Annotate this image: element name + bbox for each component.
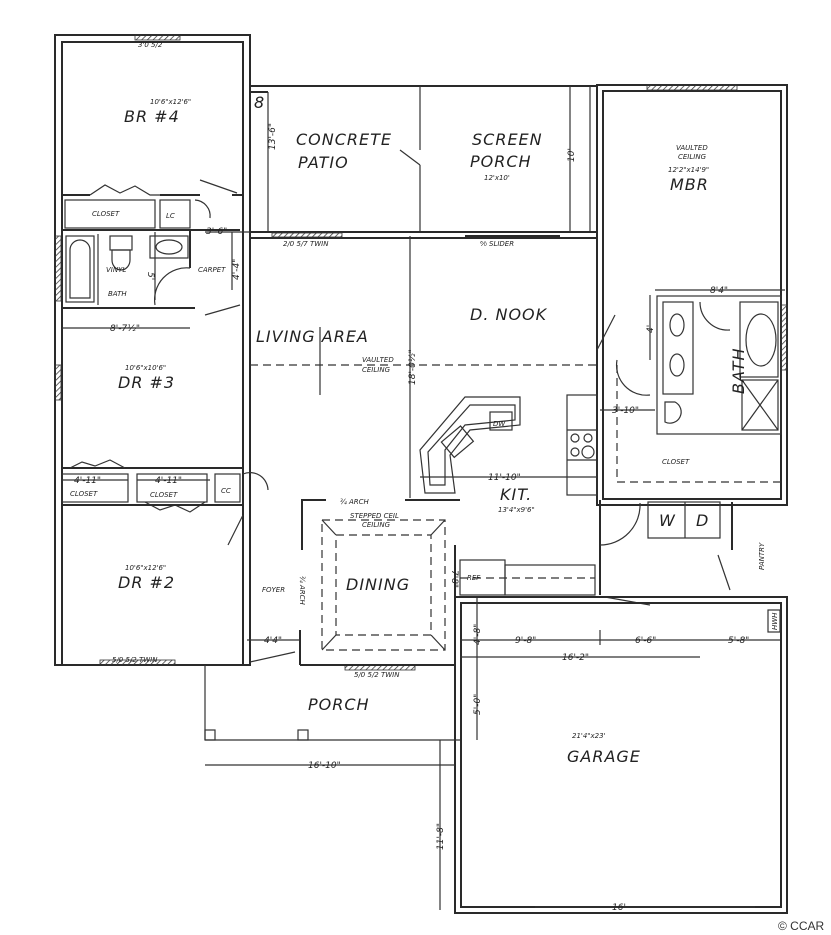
screen-porch-size: 12'x10' xyxy=(484,174,510,182)
misc-labels: CLOSET LC CARPET CLOSET CLOSET CC CLOSET… xyxy=(70,41,779,679)
dim-br3-width: 8'-7½" xyxy=(110,324,140,334)
dishwasher-label: DW xyxy=(493,420,506,428)
dim-master-bath-width: 8'4" xyxy=(710,286,728,296)
foyer-label: FOYER xyxy=(262,586,285,594)
carpet-label: CARPET xyxy=(198,266,226,274)
master-bath-name: BATH xyxy=(729,347,748,394)
water-heater-label: HWH xyxy=(771,612,779,630)
br4-size: 10'6"x12'6" xyxy=(150,98,191,106)
coat-closet-label: CC xyxy=(221,487,231,495)
screen-porch-label-1: SCREEN xyxy=(472,130,543,149)
fridge-label: REF xyxy=(467,574,481,582)
hall-bath-label-2: BATH xyxy=(108,290,127,298)
mbr-ceiling-1: VAULTED xyxy=(676,144,708,152)
washer-label: W xyxy=(659,511,676,530)
patio-label-2: PATIO xyxy=(298,153,349,172)
dim-porch-depth: 5'-0" xyxy=(473,694,483,715)
kitchen-name: KIT. xyxy=(500,485,532,504)
dim-garage-width: 16' xyxy=(612,903,626,913)
br3-name: DR #3 xyxy=(118,373,175,392)
window-br2-label: 5/0 5/2 TWIN xyxy=(112,656,158,664)
dim-patio-depth: 13'-6" xyxy=(268,123,278,150)
walls xyxy=(54,34,788,914)
garage-size: 21'4"x23' xyxy=(572,732,606,740)
dim-dining-side: 7'8" xyxy=(449,570,459,588)
dim-garage-b: 6'-6" xyxy=(635,636,656,646)
master-closet-label: CLOSET xyxy=(662,458,690,466)
dim-bath: 5' xyxy=(145,272,155,280)
copyright: © CCAR xyxy=(778,919,825,933)
window-patio-label: 2/0 5/7 TWIN xyxy=(283,240,329,248)
dining-ceiling-2: CEILING xyxy=(362,521,391,529)
dim-hall-length: 4'-4" xyxy=(232,259,242,280)
eight-label: 8 xyxy=(254,93,265,112)
dim-garage-d: 16'-2" xyxy=(562,653,589,663)
pantry-label: PANTRY xyxy=(758,542,766,570)
br4-name: BR #4 xyxy=(124,107,180,126)
hall-bath-label-1: VINYL xyxy=(106,266,126,274)
dim-master-hall: 3'-10" xyxy=(612,406,639,416)
living-ceiling-1: VAULTED xyxy=(362,356,394,364)
br2-name: DR #2 xyxy=(118,573,175,592)
closet-a-label: CLOSET xyxy=(70,490,98,498)
dim-foyer: 4'4" xyxy=(264,636,282,646)
dim-closet-b: 4'-11" xyxy=(155,476,182,486)
room-labels: 10'6"x12'6" BR #4 CONCRETE PATIO SCREEN … xyxy=(106,98,748,766)
mbr-name: MBR xyxy=(670,175,709,194)
porch-name: PORCH xyxy=(308,695,370,714)
nook-name: D. NOOK xyxy=(470,305,548,324)
dimensions: 13'-6" 10' 3'-6" 4'-4" 5' 8'-7½" 18'-0½"… xyxy=(74,123,749,913)
slider-label: ⁶⁄₀ SLIDER xyxy=(480,240,514,248)
mbr-size: 12'2"x14'9" xyxy=(668,166,709,174)
screen-porch-label-2: PORCH xyxy=(470,152,532,171)
dining-ceiling-1: STEPPED CEIL xyxy=(350,512,399,520)
dryer-label: D xyxy=(696,511,709,530)
patio-label-1: CONCRETE xyxy=(296,130,392,149)
br2-size: 10'6"x12'6" xyxy=(125,564,166,572)
dim-garage-a: 9'-8" xyxy=(515,636,536,646)
dim-kitchen-width: 11'-10" xyxy=(488,473,521,483)
window-br4-label: 3'0 5/2 xyxy=(138,41,163,49)
arch-label-1: ¾ ARCH xyxy=(340,498,370,506)
dim-garage-c: 5'-8" xyxy=(728,636,749,646)
living-ceiling-2: CEILING xyxy=(362,366,391,374)
dim-screen-porch: 10' xyxy=(567,148,577,162)
dim-garage-depth: 11'-8" xyxy=(436,823,446,850)
dim-living-depth: 18'-0½" xyxy=(408,349,418,385)
dining-name: DINING xyxy=(346,575,410,594)
garage-name: GARAGE xyxy=(567,747,641,766)
linen-closet-label: LC xyxy=(166,212,175,220)
window-dining-label: 5/0 5/2 TWIN xyxy=(354,671,400,679)
kitchen-size: 13'4"x9'6" xyxy=(498,506,535,514)
dim-closet-a: 4'-11" xyxy=(74,476,101,486)
dim-garage-offset: 4'-8" xyxy=(473,624,483,645)
br3-size: 10'6"x10'6" xyxy=(125,364,166,372)
closet-br4-label: CLOSET xyxy=(92,210,120,218)
dim-vanity: 4' xyxy=(646,325,656,333)
dim-porch-width: 16'-10" xyxy=(308,761,341,771)
arch-label-2: ¾ ARCH xyxy=(298,576,306,606)
living-name: LIVING AREA xyxy=(256,327,369,346)
closet-b-label: CLOSET xyxy=(150,491,178,499)
dim-hall-width: 3'-6" xyxy=(206,227,227,237)
mbr-ceiling-2: CEILING xyxy=(678,153,707,161)
